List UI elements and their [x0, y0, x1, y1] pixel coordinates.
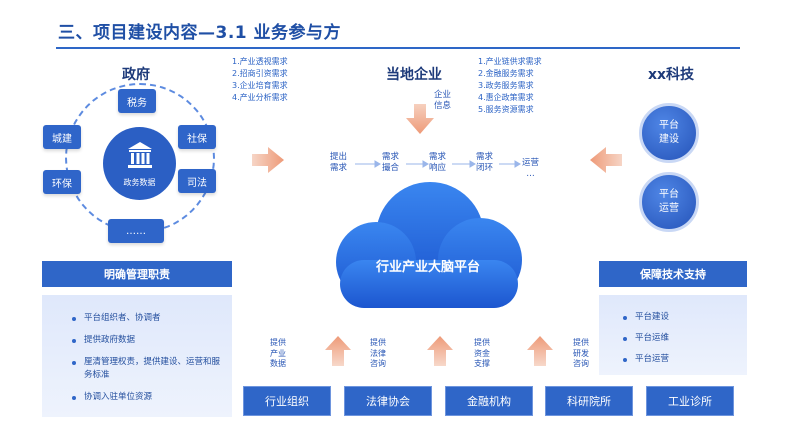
flow-step-respond: 需求响应 [429, 152, 447, 173]
gov-need-item: 2.招商引资需求 [232, 69, 288, 78]
arrow-right-icon [252, 147, 284, 173]
support-label-rd: 提供研发咨询 [573, 338, 589, 368]
enterprise-need-item: 2.金融服务需求 [478, 69, 534, 78]
title-divider [56, 47, 740, 49]
enterprise-need-item: 3.政务服务需求 [478, 81, 534, 90]
tech-heading: xx科技 [648, 67, 695, 83]
gov-need-item: 1.产业透视需求 [232, 57, 288, 66]
arrow-up-icon [427, 336, 453, 366]
flow-step-match: 需求撮合 [382, 152, 400, 173]
list-item: 提供政府数据 [70, 334, 222, 347]
flow-step-raise: 提出需求 [330, 152, 348, 173]
gov-node-more: …… [108, 219, 164, 243]
flow-step-close: 需求闭环 [476, 152, 494, 173]
enterprise-heading: 当地企业 [386, 67, 442, 83]
left-panel-body: 平台组织者、协调者 提供政府数据 厘清管理权责，提供建设、运营和服务标准 协调入… [42, 295, 232, 417]
gov-needs-list: 1.产业透视需求 2.招商引资需求 3.企业培育需求 4.产业分析需求 [232, 56, 288, 104]
bottom-box-financial-institution: 金融机构 [445, 386, 533, 416]
gov-node-environment: 环保 [43, 170, 81, 194]
gov-heading: 政府 [122, 67, 150, 83]
arrow-up-icon [325, 336, 351, 366]
bottom-box-industry-org: 行业组织 [243, 386, 331, 416]
support-label-legal: 提供法律咨询 [370, 338, 386, 368]
flow-step-operate: 运营… [522, 158, 540, 179]
list-item: 协调入驻单位资源 [70, 391, 222, 404]
right-panel-title: 保障技术支持 [599, 261, 747, 287]
enterprise-need-item: 4.惠企政策需求 [478, 93, 534, 102]
enterprise-need-item: 1.产业链供求需求 [478, 57, 542, 66]
gov-need-item: 4.产业分析需求 [232, 93, 288, 102]
list-item: 平台组织者、协调者 [70, 312, 222, 325]
gov-need-item: 3.企业培育需求 [232, 81, 288, 90]
government-building-icon [128, 142, 152, 168]
tech-platform-operate: 平台运营 [639, 172, 699, 232]
gov-node-judiciary: 司法 [178, 169, 216, 193]
support-label-industry-data: 提供产业数据 [270, 338, 286, 368]
gov-center-label: 政务数据 [123, 178, 156, 187]
bottom-box-legal-association: 法律协会 [344, 386, 432, 416]
gov-node-social-security: 社保 [178, 125, 216, 149]
page-title: 三、项目建设内容—3.1 业务参与方 [58, 23, 342, 43]
arrow-down-icon [406, 104, 434, 134]
enterprise-need-item: 5.服务资源需求 [478, 105, 534, 114]
cloud-platform-label: 行业产业大脑平台 [375, 260, 480, 275]
list-item: 平台建设 [621, 311, 737, 324]
gov-node-urban-construction: 城建 [43, 125, 81, 149]
enterprise-info-label: 企业 信息 [434, 90, 452, 111]
flow-arrows [355, 160, 521, 168]
left-panel-title: 明确管理职责 [42, 261, 232, 287]
tech-platform-build: 平台建设 [639, 103, 699, 163]
gov-node-tax: 税务 [118, 89, 156, 113]
arrow-left-icon [590, 147, 622, 173]
list-item: 厘清管理权责，提供建设、运营和服务标准 [70, 356, 222, 382]
gov-data-center: 政务数据 [103, 127, 176, 200]
support-label-funding: 提供资金支撑 [474, 338, 490, 368]
cloud-platform-icon [336, 182, 522, 308]
arrow-up-icon [527, 336, 553, 366]
bottom-box-research-institute: 科研院所 [545, 386, 633, 416]
list-item: 平台运营 [621, 353, 737, 366]
right-panel-body: 平台建设 平台运维 平台运营 [599, 295, 747, 375]
bottom-box-industrial-clinic: 工业诊所 [646, 386, 734, 416]
list-item: 平台运维 [621, 332, 737, 345]
enterprise-needs-list: 1.产业链供求需求 2.金融服务需求 3.政务服务需求 4.惠企政策需求 5.服… [478, 56, 542, 116]
